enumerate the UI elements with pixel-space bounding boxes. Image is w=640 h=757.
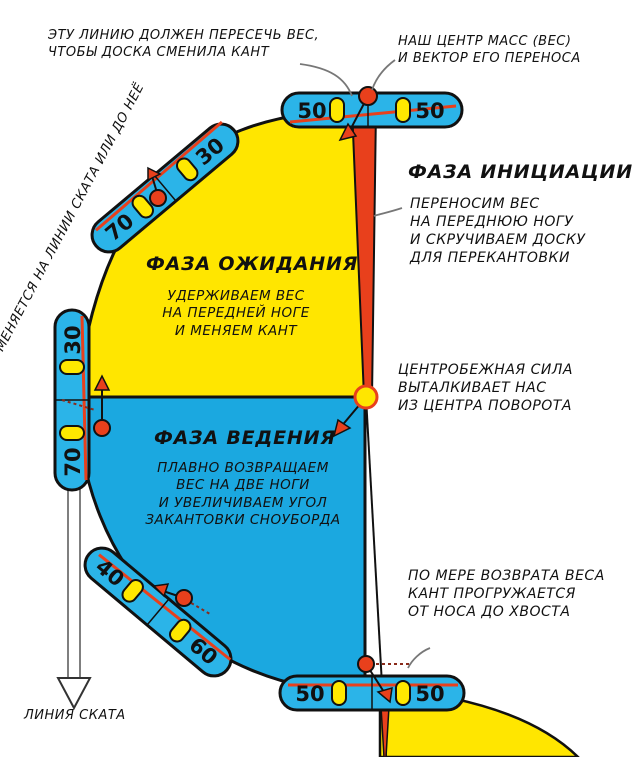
board-lower-left: 40 60: [83, 546, 233, 678]
steering-description: ПЛАВНО ВОЗВРАЩАЕМ ВЕС НА ДВЕ НОГИ И УВЕЛ…: [130, 460, 356, 529]
edge-load-line-1: ПО МЕРЕ ВОЗВРАТА ВЕСА: [408, 568, 605, 584]
binding-front: [331, 680, 347, 706]
top-center-of-mass: [358, 86, 378, 106]
board-left: 70 30: [53, 308, 91, 492]
initiation-title: ФАЗА ИНИЦИАЦИИ: [408, 161, 633, 183]
centrifugal-line-1: ЦЕНТРОБЕЖНАЯ СИЛА: [398, 362, 573, 378]
binding-front: [121, 578, 144, 603]
edge-load-line-3: ОТ НОСА ДО ХВОСТА: [408, 603, 571, 620]
callout-initiation: [373, 207, 403, 217]
note-top-left: ЭТУ ЛИНИЮ ДОЛЖЕН ПЕРЕСЕЧЬ ВЕС, ЧТОБЫ ДОС…: [48, 28, 319, 61]
binding-rear: [395, 97, 411, 123]
binding-rear: [395, 680, 411, 706]
initiation-line-3: И СКРУЧИВАЕМ ДОСКУ: [410, 231, 586, 248]
waiting-line-3: И МЕНЯЕМ КАНТ: [174, 322, 298, 339]
binding-top: [59, 359, 85, 375]
callout-top-left: [299, 63, 353, 97]
centrifugal-line-2: ВЫТАЛКИВАЕТ НАС: [398, 379, 547, 396]
board-top-right-value: 50: [415, 99, 444, 123]
binding-bottom: [59, 425, 85, 441]
bottom-center-of-mass: [357, 655, 375, 673]
waiting-line-2: НА ПЕРЕДНЕЙ НОГЕ: [162, 305, 310, 322]
board-left-bottom-value: 70: [61, 447, 85, 476]
left-center-of-mass: [93, 419, 111, 437]
waiting-line-1: УДЕРЖИВАЕМ ВЕС: [167, 288, 305, 304]
initiation-line-1: ПЕРЕНОСИМ ВЕС: [410, 196, 540, 212]
board-top-left-value: 50: [297, 99, 326, 123]
steering-line-4: ЗАКАНТОВКИ СНОУБОРДА: [145, 511, 341, 528]
top-weight-arrowhead: [338, 122, 358, 142]
fall-line-arrow: [56, 677, 92, 711]
callout-edge-load: [407, 647, 431, 669]
steering-title: ФАЗА ВЕДЕНИЯ: [154, 427, 336, 449]
waiting-description: УДЕРЖИВАЕМ ВЕС НА ПЕРЕДНЕЙ НОГЕ И МЕНЯЕМ…: [148, 288, 324, 340]
board-bottom: 50 50: [278, 674, 466, 712]
upper-left-center-of-mass: [149, 189, 167, 207]
bottom-arrowhead: [376, 686, 393, 704]
board-bottom-right-value: 50: [415, 682, 444, 706]
centrifugal-note: ЦЕНТРОБЕЖНАЯ СИЛА ВЫТАЛКИВАЕТ НАС ИЗ ЦЕН…: [398, 362, 573, 416]
centrifugal-line-3: ИЗ ЦЕНТРА ПОВОРОТА: [398, 397, 572, 414]
upper-left-arrowhead: [147, 166, 162, 182]
steering-line-3: И УВЕЛИЧИВАЕМ УГОЛ: [158, 494, 328, 511]
edge-load-note: ПО МЕРЕ ВОЗВРАТА ВЕСА КАНТ ПРОГРУЖАЕТСЯ …: [408, 568, 605, 622]
board-bottom-left-value: 50: [295, 682, 324, 706]
initiation-line-4: ДЛЯ ПЕРЕКАНТОВКИ: [410, 249, 570, 266]
initiation-description: ПЕРЕНОСИМ ВЕС НА ПЕРЕДНЮЮ НОГУ И СКРУЧИВ…: [410, 196, 585, 268]
initiation-line-2: НА ПЕРЕДНЮЮ НОГУ: [410, 213, 574, 230]
centrifugal-arrowhead: [332, 418, 352, 438]
steering-line-2: ВЕС НА ДВЕ НОГИ: [176, 477, 310, 494]
board-left-top-value: 30: [61, 325, 85, 354]
callout-top-right: [371, 59, 396, 91]
edge-load-line-2: КАНТ ПРОГРУЖАЕТСЯ: [408, 585, 576, 602]
note-top-left-line-2: ЧТОБЫ ДОСКА СМЕНИЛА КАНТ: [48, 44, 270, 60]
centrifugal-point: [353, 384, 379, 410]
note-top-right-line-1: НАШ ЦЕНТР МАСС (ВЕС): [398, 34, 572, 49]
steering-line-1: ПЛАВНО ВОЗВРАЩАЕМ: [157, 460, 329, 476]
lower-left-arrowhead: [152, 583, 170, 598]
note-top-right-line-2: И ВЕКТОР ЕГО ПЕРЕНОСА: [398, 50, 581, 66]
binding-front: [329, 97, 345, 123]
lower-left-center-of-mass: [175, 589, 193, 607]
fall-line-label: ЛИНИЯ СКАТА: [24, 708, 126, 723]
binding-front: [131, 194, 154, 219]
note-top-left-line-1: ЭТУ ЛИНИЮ ДОЛЖЕН ПЕРЕСЕЧЬ ВЕС,: [48, 28, 320, 43]
lower-left-dotted-line: [185, 599, 211, 615]
board-top: 50 50: [280, 91, 464, 129]
waiting-title: ФАЗА ОЖИДАНИЯ: [146, 253, 359, 275]
left-arrowhead: [93, 374, 111, 391]
binding-rear: [169, 618, 192, 643]
binding-rear: [176, 157, 199, 182]
note-top-right: НАШ ЦЕНТР МАСС (ВЕС) И ВЕКТОР ЕГО ПЕРЕНО…: [398, 34, 581, 67]
